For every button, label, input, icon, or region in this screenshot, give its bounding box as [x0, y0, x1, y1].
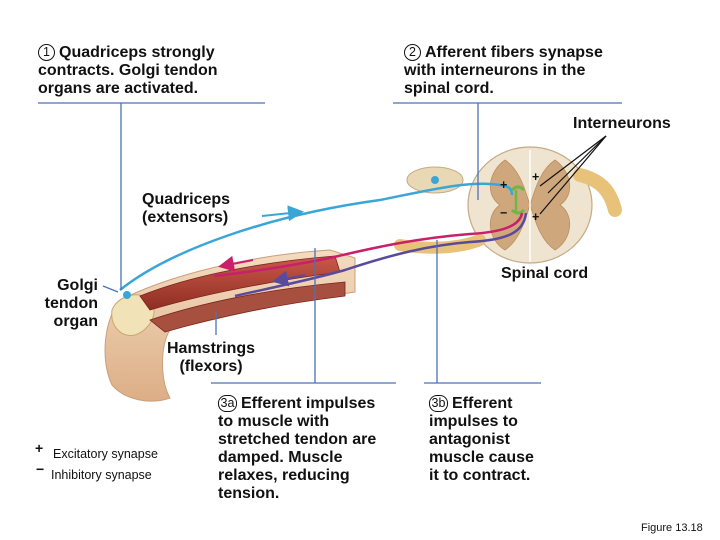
afferent-arrow: [261, 205, 304, 222]
step-1-badge: 1: [38, 44, 55, 61]
step-2-badge: 2: [404, 44, 421, 61]
afferent-ganglion-cell: [431, 176, 439, 184]
hamstrings-muscle: [149, 281, 346, 333]
quadriceps-muscle: [139, 255, 341, 311]
afferent-fiber: [119, 182, 514, 291]
interneuron-bottom: [510, 208, 526, 215]
spinal-cord-label: Spinal cord: [501, 265, 589, 282]
synapse-plus-1: +: [500, 178, 508, 192]
step-3b-body: Efferent impulses to antagonist muscle c…: [429, 395, 534, 484]
hamstrings-label: Hamstrings (flexors): [167, 340, 256, 375]
efferent-inhibited-fiber: [213, 212, 524, 278]
step-3b-badge: 3b: [429, 395, 448, 412]
interneurons-label: Interneurons: [573, 115, 671, 132]
legend-excitatory-symbol: +: [35, 440, 44, 456]
synapse-plus-3: +: [532, 210, 540, 224]
golgi-organ-dot: [123, 291, 131, 299]
synapse-plus-2: +: [532, 170, 540, 184]
efferent-inhibited-arrow: [218, 255, 254, 272]
legend-inhibitory-text: Inhibitory synapse: [51, 468, 152, 482]
interneuron-pointers: [539, 135, 607, 215]
figure-label: Figure 13.18: [641, 522, 703, 534]
synapse-minus: −: [500, 206, 508, 220]
legend-inhibitory-symbol: −: [36, 461, 45, 477]
step-3a-body: Efferent impulses to muscle with stretch…: [218, 395, 377, 502]
quadriceps-label: Quadriceps (extensors): [142, 191, 231, 226]
golgi-tendon-label: Golgi tendon organ: [44, 277, 98, 330]
leader-lines: [38, 102, 622, 384]
step-3a-badge: 3a: [218, 395, 237, 412]
step-2-body: Afferent fibers synapse with interneuron…: [404, 44, 603, 97]
interneuron-top: [510, 185, 526, 192]
legend-excitatory-text: Excitatory synapse: [53, 447, 158, 461]
step-1-body: Quadriceps strongly contracts. Golgi ten…: [38, 44, 218, 97]
efferent-antagonist-arrow: [272, 270, 306, 287]
